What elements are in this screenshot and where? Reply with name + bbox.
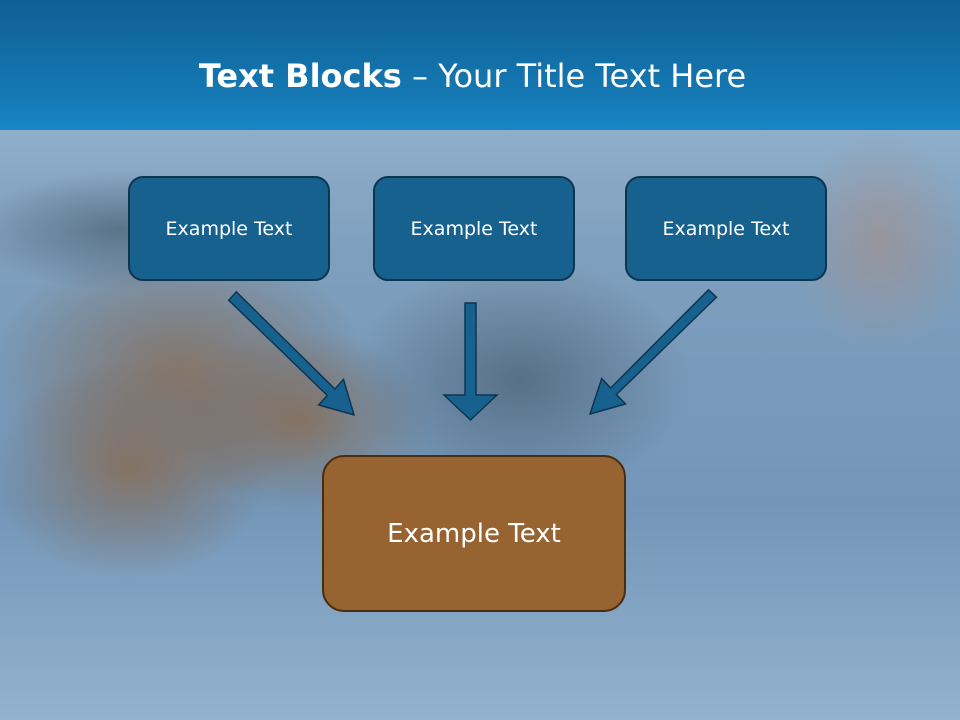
arrow-right-icon: [588, 288, 718, 416]
text-block-top-left[interactable]: Example Text: [128, 176, 330, 281]
title-dash: –: [401, 57, 439, 95]
arrow-center-icon: [442, 302, 499, 422]
text-block-bottom[interactable]: Example Text: [322, 455, 626, 612]
arrow-left-icon: [227, 290, 356, 416]
title-bold-part: Text Blocks: [198, 57, 402, 95]
slide-title: Text Blocks – Your Title Text Here: [0, 54, 945, 98]
text-block-top-center[interactable]: Example Text: [373, 176, 575, 281]
title-rest: Your Title Text Here: [438, 57, 747, 95]
text-block-top-right[interactable]: Example Text: [625, 176, 827, 281]
